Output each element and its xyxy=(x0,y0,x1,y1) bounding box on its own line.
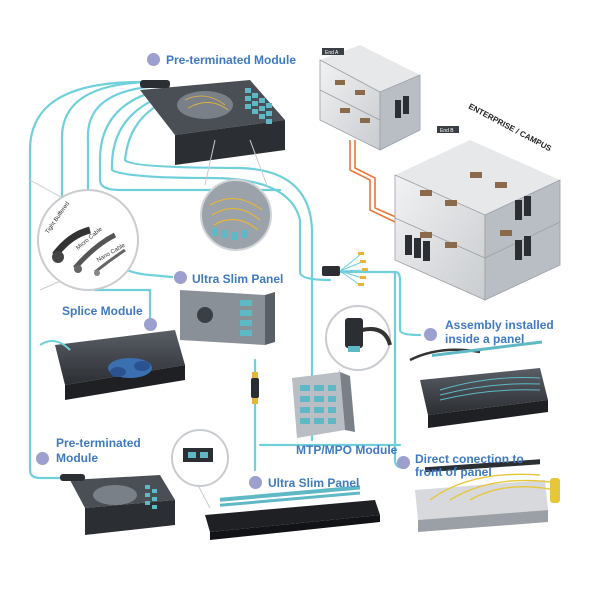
label-pre-terminated-top: Pre-terminated Module xyxy=(166,53,297,67)
building-end-b: End B ENTERPRISE / CAMPUS xyxy=(394,102,561,301)
cable-trunk-left xyxy=(28,80,142,480)
callout-fiber-closeup xyxy=(200,139,272,251)
building-end-a: End A xyxy=(319,45,421,151)
label-pre-terminated-bottom-line1: Pre-terminated xyxy=(56,436,141,450)
label-assembly-line2: inside a panel xyxy=(445,332,525,346)
dot-assembly xyxy=(424,328,437,341)
splice-module-tray xyxy=(39,330,185,400)
end-a-label: End A xyxy=(325,50,339,56)
cable-cross-section-callout: Tight Buffered Micro Cable Nano Cable xyxy=(29,179,139,291)
label-direct-line1: Direct conection to xyxy=(415,452,524,466)
label-pre-terminated-bottom-line2: Module xyxy=(56,451,98,465)
label-ultra-slim-panel-2: Ultra Slim Panel xyxy=(268,476,360,490)
rack-ports xyxy=(220,485,360,507)
end-b-label: End B xyxy=(440,128,454,134)
assembly-panel xyxy=(409,340,548,428)
dot-ultra-slim-panel-2 xyxy=(249,476,262,489)
dot-splice-module xyxy=(144,318,157,331)
label-assembly-line1: Assembly installed xyxy=(445,318,554,332)
cable-middle-b xyxy=(110,90,332,282)
ultra-slim-panel-module xyxy=(180,290,275,345)
cable-right-branch xyxy=(328,270,422,337)
label-splice-module: Splice Module xyxy=(62,304,143,318)
ultra-slim-panel-rack xyxy=(171,429,380,540)
label-direct-line2: front of panel xyxy=(415,465,492,479)
dot-pre-terminated-bottom xyxy=(36,452,49,465)
pre-terminated-module-bottom xyxy=(60,474,175,535)
label-mtp-mpo-module: MTP/MPO Module xyxy=(296,443,398,457)
cable-middle-a xyxy=(98,86,282,192)
dot-ultra-slim-panel-1 xyxy=(174,271,187,284)
mtp-connector-vertical xyxy=(251,372,259,404)
fanout-connector xyxy=(322,252,368,286)
mtp-mpo-module xyxy=(292,305,392,438)
pre-terminated-module-top xyxy=(140,80,285,165)
cable-to-mtp xyxy=(123,94,314,442)
label-ultra-slim-panel-1: Ultra Slim Panel xyxy=(192,272,284,286)
dot-pre-terminated-top xyxy=(147,53,160,66)
direct-connection-panel xyxy=(415,459,560,532)
dot-mtp-mpo-module xyxy=(397,456,410,469)
